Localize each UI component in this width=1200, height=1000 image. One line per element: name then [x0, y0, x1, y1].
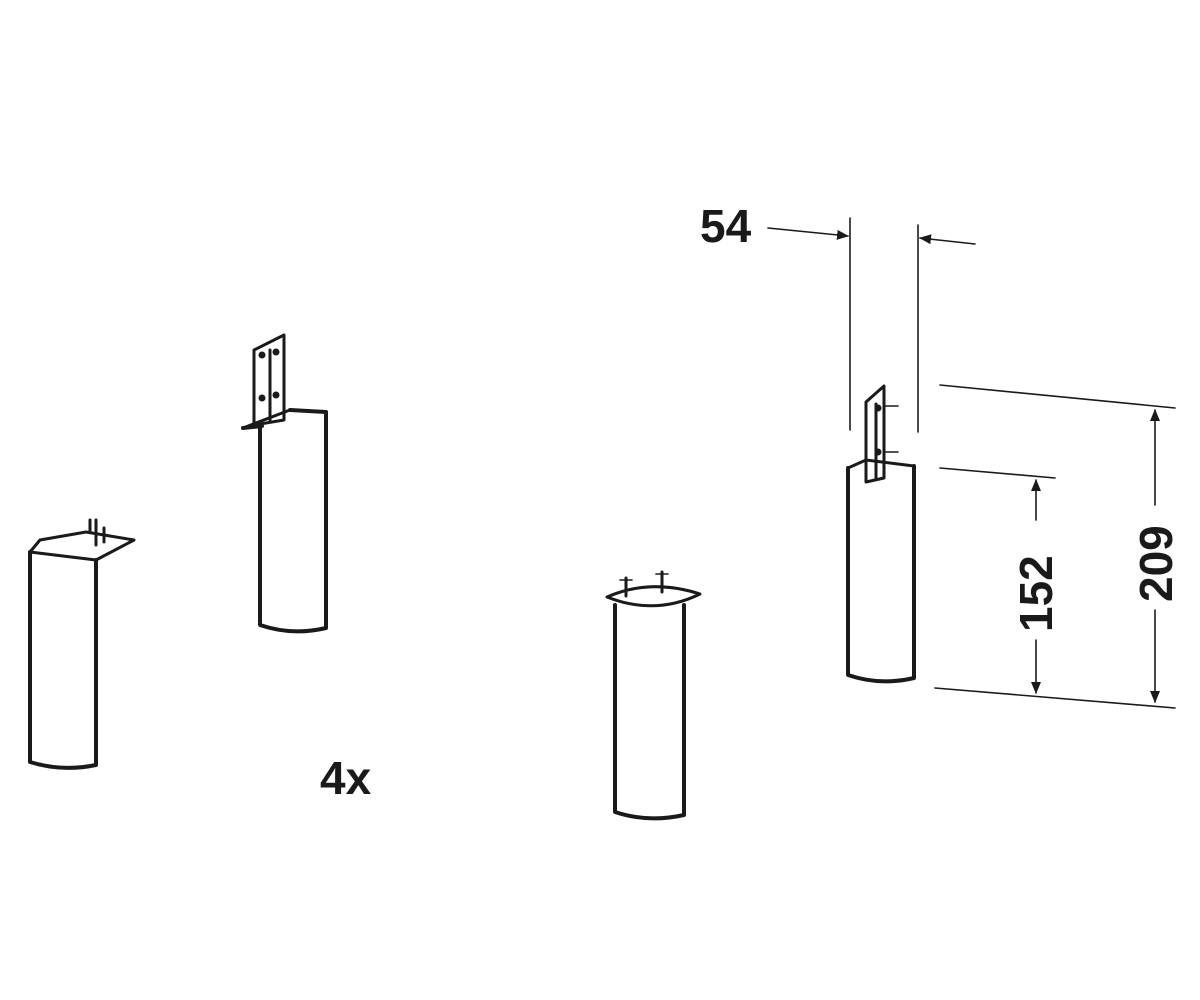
height-extension-lines	[934, 384, 1176, 709]
width-dimension: 54	[700, 200, 976, 433]
leg-2	[241, 333, 328, 634]
width-value-label: 54	[700, 200, 752, 252]
leg-height-dimension: 152	[1010, 479, 1062, 694]
total-height-value-label: 209	[1130, 525, 1182, 602]
total-height-dimension: 209	[1130, 409, 1182, 703]
leg-4	[846, 384, 916, 684]
width-arrow-right	[919, 234, 976, 245]
leg-3	[605, 570, 702, 821]
leg-1	[28, 518, 136, 770]
quantity-label: 4x	[320, 752, 372, 804]
leg-height-value-label: 152	[1010, 555, 1062, 632]
width-arrow-left	[767, 227, 849, 240]
